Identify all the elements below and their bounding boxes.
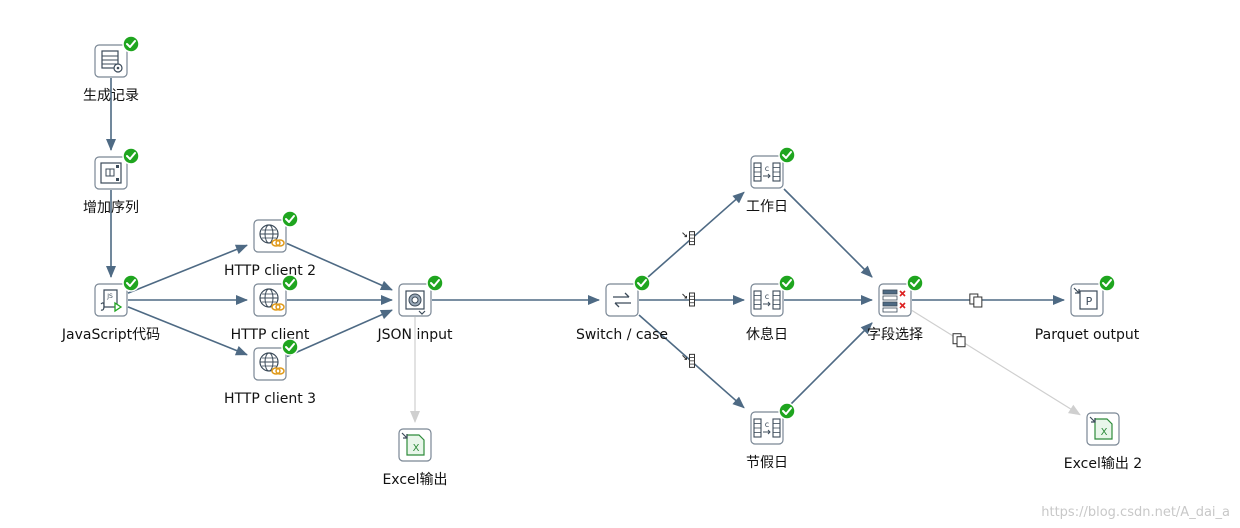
step-http-client-3[interactable]: HTTP client 3 — [224, 338, 316, 407]
ok-status-icon — [778, 146, 796, 164]
step-add-sequence[interactable]: 增加序列 — [83, 147, 140, 216]
ok-status-icon — [122, 274, 140, 292]
ok-status-icon — [1098, 274, 1116, 292]
generate-rows-icon — [101, 50, 123, 73]
hop-workday-to-select_fields[interactable] — [783, 188, 873, 278]
hop-icons-layer — [682, 231, 983, 368]
step-switch-case[interactable]: Switch / case — [576, 274, 668, 343]
hop-javascript-to-http_client_3[interactable] — [127, 306, 248, 356]
javascript-icon: JS — [100, 289, 123, 313]
hop-http_client_3-to-json_input[interactable] — [286, 309, 393, 358]
add-sequence-icon — [100, 162, 122, 184]
step-label: 生成记录 — [83, 88, 139, 104]
http-client-icon — [259, 352, 285, 375]
excel-output-icon: X — [401, 432, 425, 456]
svg-text:c: c — [765, 292, 769, 301]
switch-case-icon — [613, 292, 631, 308]
step-label: HTTP client 2 — [224, 263, 316, 279]
ok-status-icon — [906, 274, 924, 292]
svg-text:X: X — [1101, 427, 1108, 438]
step-generate-rows[interactable]: 生成记录 — [83, 35, 140, 104]
case-hop-icon-restday — [682, 292, 695, 307]
ok-status-icon — [633, 274, 651, 292]
ok-status-icon — [281, 338, 299, 356]
http-client-icon — [259, 224, 285, 247]
step-label: 增加序列 — [83, 200, 139, 216]
ok-status-icon — [122, 35, 140, 53]
watermark: https://blog.csdn.net/A_dai_a — [1041, 505, 1230, 520]
step-http-client-2[interactable]: HTTP client 2 — [224, 210, 316, 279]
step-label: 工作日 — [746, 199, 788, 215]
step-holiday[interactable]: c 节假日 — [746, 402, 796, 471]
step-parquet-out[interactable]: P Parquet output — [1035, 274, 1140, 343]
step-workday[interactable]: c 工作日 — [746, 146, 796, 215]
step-label: Excel输出 2 — [1064, 456, 1142, 472]
ok-status-icon — [778, 274, 796, 292]
step-javascript[interactable]: JS JavaScript代码 — [61, 274, 160, 343]
step-label: 字段选择 — [867, 327, 923, 343]
ok-status-icon — [281, 274, 299, 292]
calculator-icon: c — [753, 418, 781, 438]
hop-javascript-to-http_client_2[interactable] — [127, 244, 248, 294]
select-values-icon — [882, 289, 906, 313]
svg-text:X: X — [413, 443, 420, 454]
step-label: Excel输出 — [382, 472, 447, 488]
step-http-client[interactable]: HTTP client — [231, 274, 310, 343]
step-excel-out-2[interactable]: X Excel输出 2 — [1064, 412, 1142, 472]
step-label: HTTP client 3 — [224, 391, 316, 407]
step-label: 休息日 — [746, 326, 788, 343]
hop-http_client_2-to-json_input[interactable] — [286, 242, 393, 291]
calculator-icon: c — [753, 290, 781, 310]
excel-output-icon: X — [1089, 416, 1113, 440]
case-hop-icon-workday — [682, 231, 695, 246]
ok-status-icon — [122, 147, 140, 165]
calculator-icon: c — [753, 162, 781, 182]
step-excel-out-1[interactable]: X Excel输出 — [382, 428, 448, 488]
ok-status-icon — [778, 402, 796, 420]
http-client-icon — [259, 288, 285, 311]
case-hop-icon-holiday — [682, 353, 695, 368]
hop-select_fields-to-excel_out_2[interactable] — [911, 310, 1081, 416]
step-label: 节假日 — [746, 455, 788, 471]
ok-status-icon — [426, 274, 444, 292]
step-label: Switch / case — [576, 327, 668, 343]
json-input-icon — [405, 290, 426, 315]
step-label: HTTP client — [231, 327, 310, 343]
copy-rows-icon-excel_out_2 — [952, 333, 966, 348]
parquet-output-icon: P — [1073, 287, 1098, 310]
step-select-fields[interactable]: 字段选择 — [867, 274, 924, 343]
step-label: JSON input — [377, 327, 453, 343]
svg-text:JS: JS — [106, 293, 113, 300]
step-restday[interactable]: c 休息日 — [746, 274, 796, 343]
svg-text:P: P — [1086, 295, 1093, 308]
ok-status-icon — [281, 210, 299, 228]
svg-text:c: c — [765, 420, 769, 429]
svg-text:c: c — [765, 164, 769, 173]
step-json-input[interactable]: JSON input — [377, 274, 453, 343]
hop-holiday-to-select_fields[interactable] — [783, 322, 873, 412]
copy-rows-icon-parquet_out — [969, 293, 983, 308]
step-label: JavaScript代码 — [61, 327, 160, 343]
step-label: Parquet output — [1035, 327, 1140, 343]
step-box-switch-case[interactable] — [605, 283, 639, 317]
